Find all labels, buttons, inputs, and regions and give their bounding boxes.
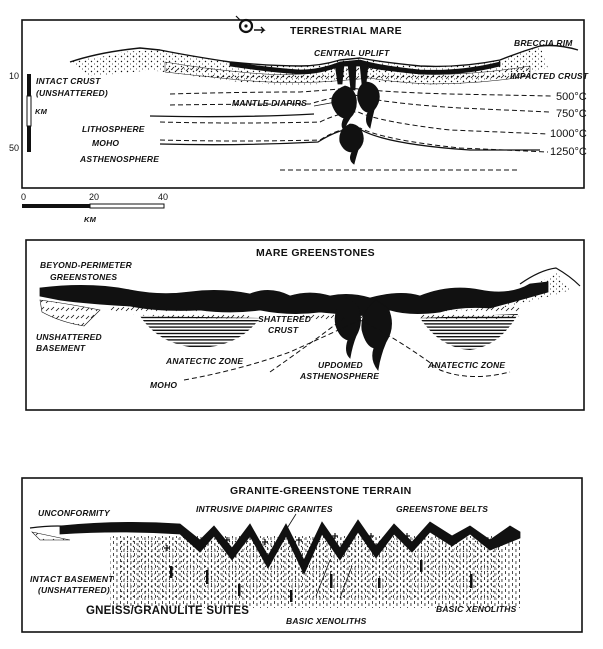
label-unshattered: (UNSHATTERED) <box>36 88 108 98</box>
label-anatectic-zone-right: ANATECTIC ZONE <box>427 360 505 370</box>
panel-terrestrial-mare: 10 50 KM <box>9 16 589 224</box>
label-moho-panel2: MOHO <box>150 380 177 390</box>
label-intact-basement-1: INTACT BASEMENT <box>30 574 114 584</box>
label-unconformity: UNCONFORMITY <box>38 508 111 518</box>
label-intrusive-granites: INTRUSIVE DIAPIRIC GRANITES <box>196 504 333 514</box>
label-impacted-crust: IMPACTED CRUST <box>510 71 589 81</box>
panel3-title: GRANITE-GREENSTONE TERRAIN <box>230 485 411 497</box>
unshattered-basement-wedge <box>40 300 100 326</box>
distance-tick-20: 20 <box>89 192 99 202</box>
depth-scale-bar-upper <box>27 74 31 96</box>
label-intact-crust: INTACT CRUST <box>36 76 101 86</box>
label-basic-xenoliths-center: BASIC XENOLITHS <box>286 616 367 626</box>
distance-scale: 0 20 40 KM <box>21 192 168 224</box>
panel-mare-greenstones: MARE GREENSTONES BEYOND-PERIMETER GREENS… <box>26 240 584 410</box>
isotherm-750: 750°C <box>556 108 587 120</box>
label-gneiss-suites: GNEISS/GRANULITE SUITES <box>86 605 249 617</box>
intact-crust-fill <box>70 52 150 76</box>
isotherm-1250: 1250°C <box>550 146 587 158</box>
label-asthenosphere: ASTHENOSPHERE <box>79 154 159 164</box>
label-beyond-perimeter-1: BEYOND-PERIMETER <box>40 260 133 270</box>
depth-scale-bar-lower <box>27 126 31 152</box>
distance-unit: KM <box>84 215 97 224</box>
label-beyond-perimeter-2: GREENSTONES <box>50 272 117 282</box>
distance-tick-0: 0 <box>21 192 26 202</box>
label-mantle-diapirs: MANTLE DIAPIRS <box>232 98 307 108</box>
isotherm-1000: 1000°C <box>550 128 587 140</box>
label-central-uplift: CENTRAL UPLIFT <box>314 48 390 58</box>
label-unshattered-2: BASEMENT <box>36 343 86 353</box>
label-updomed-1: UPDOMED <box>318 360 363 370</box>
label-lithosphere: LITHOSPHERE <box>82 124 145 134</box>
label-shattered-2: CRUST <box>268 325 299 335</box>
distance-tick-40: 40 <box>158 192 168 202</box>
label-updomed-2: ASTHENOSPHERE <box>299 371 379 381</box>
label-breccia-rim: BRECCIA RIM <box>514 38 573 48</box>
leader-intrusive-granites <box>286 514 296 530</box>
anatectic-zone-left <box>140 316 260 348</box>
mantle-diapir-left <box>332 86 357 130</box>
impact-symbol-icon <box>236 16 264 33</box>
depth-tick-50: 50 <box>9 143 19 153</box>
panel2-title: MARE GREENSTONES <box>256 247 375 259</box>
distance-scale-bar-left <box>22 204 90 208</box>
depth-scale-bar-middle <box>27 96 31 126</box>
label-unshattered-1: UNSHATTERED <box>36 332 102 342</box>
label-moho: MOHO <box>92 138 119 148</box>
label-basic-xenoliths-right: BASIC XENOLITHS <box>436 604 517 614</box>
panel1-title: TERRESTRIAL MARE <box>290 25 402 37</box>
updomed-diapir-left <box>335 298 360 358</box>
anatectic-zone-right <box>420 314 518 350</box>
lithosphere-base-line <box>150 114 314 117</box>
depth-tick-10: 10 <box>9 71 19 81</box>
label-intact-basement-2: (UNSHATTERED) <box>38 585 110 595</box>
mantle-diapir-right <box>358 82 380 128</box>
label-shattered-1: SHATTERED <box>258 314 311 324</box>
label-greenstone-belts: GREENSTONE BELTS <box>396 504 488 514</box>
label-anatectic-zone-left: ANATECTIC ZONE <box>165 356 243 366</box>
mantle-diapir-deep <box>340 124 364 164</box>
panel-granite-greenstone-terrain: GRANITE-GREENSTONE TERRAIN UNCONFORMITY … <box>22 478 582 632</box>
distance-scale-bar-right <box>90 204 164 208</box>
isotherm-500: 500°C <box>556 91 587 103</box>
right-rim-fill <box>500 272 570 308</box>
depth-unit: KM <box>35 107 48 116</box>
